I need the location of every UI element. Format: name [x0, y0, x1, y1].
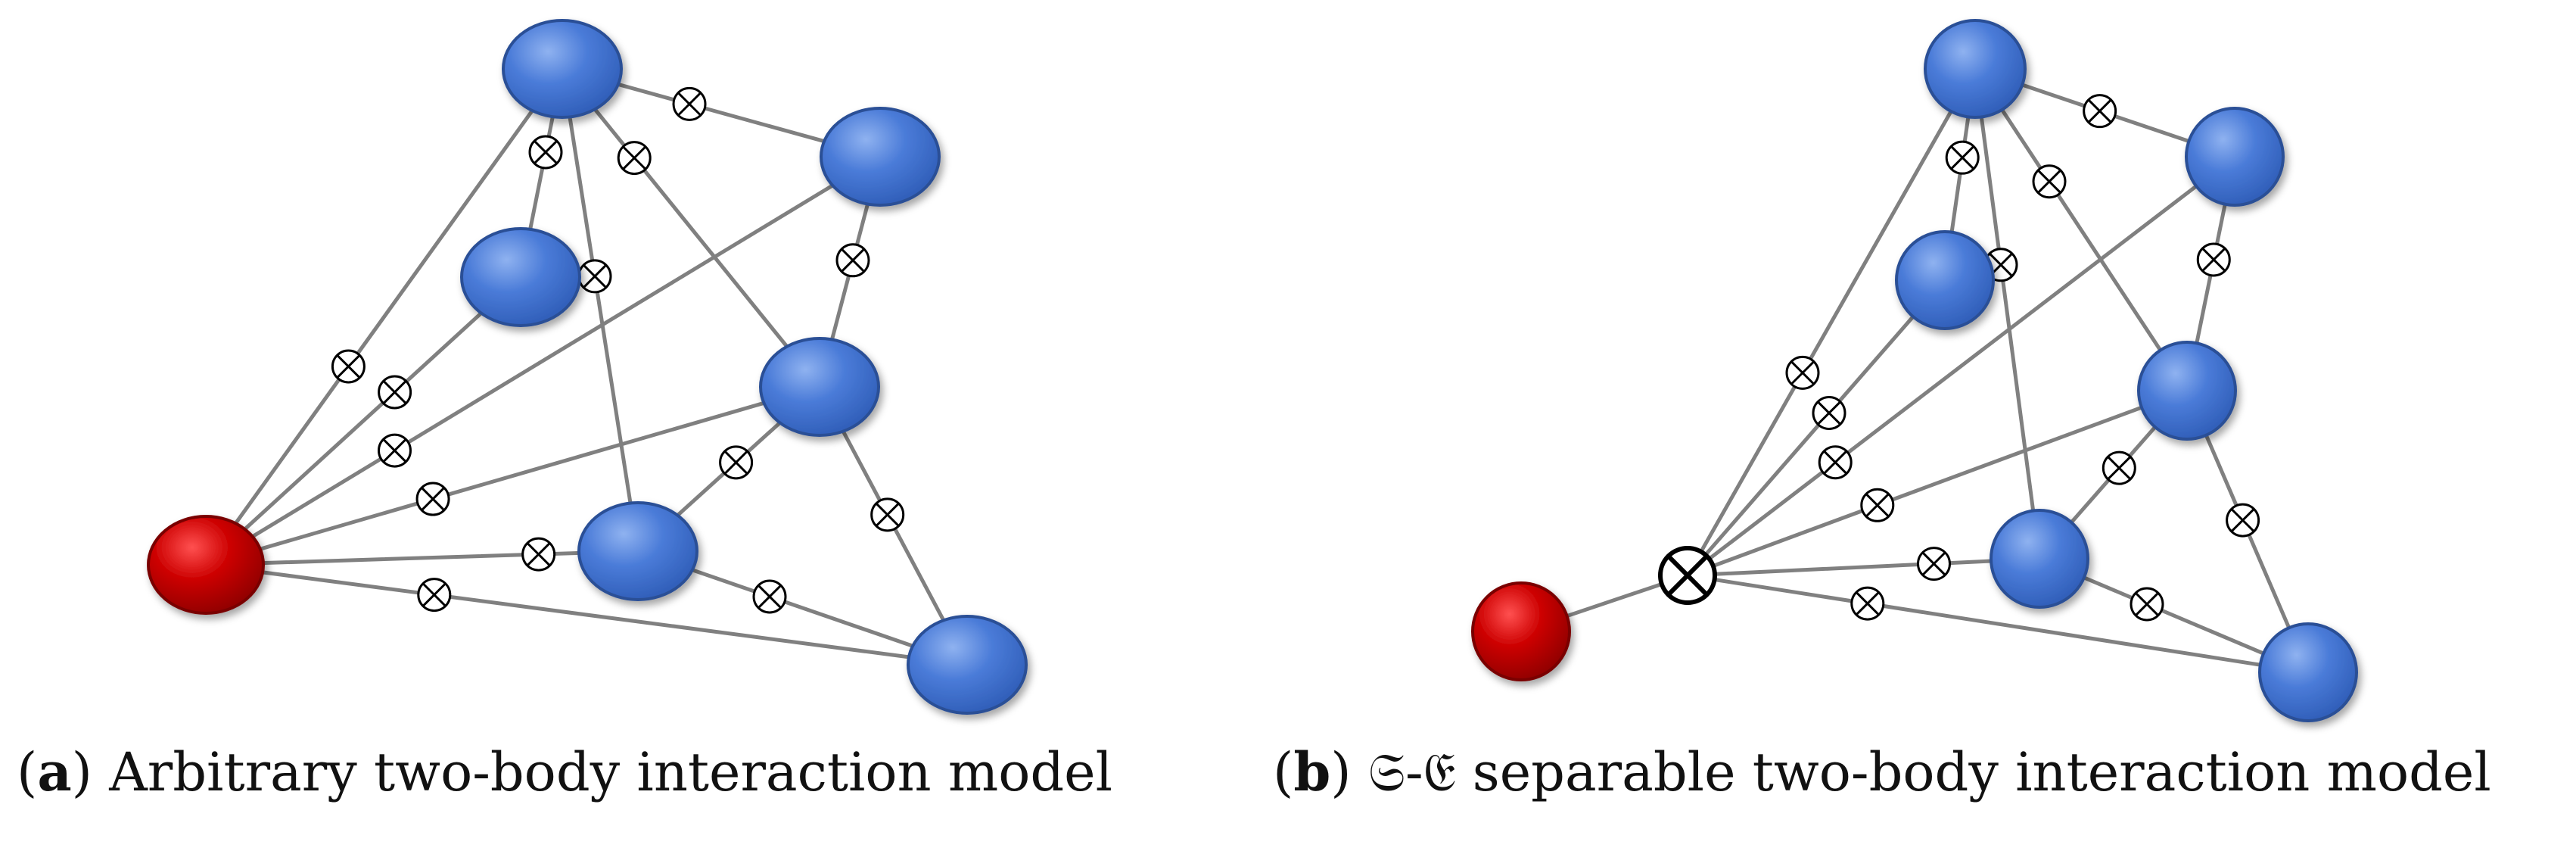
otimes-icon: [1945, 140, 1980, 175]
system-node-M: [1895, 230, 1995, 330]
edge-R1-E: [204, 154, 882, 567]
otimes-icon: [2032, 164, 2067, 199]
otimes-icon: [377, 433, 412, 468]
otimes-icon: [835, 243, 870, 278]
system-node-T: [502, 19, 623, 119]
system-node-R1: [820, 107, 941, 207]
tensor-symbols-layer: [1785, 94, 2260, 622]
edge-M-H: [1685, 278, 1947, 578]
edge-T-B1: [1973, 67, 2042, 561]
system-node-BR: [2258, 622, 2358, 722]
otimes-icon: [1785, 355, 1820, 390]
caption-b-close-paren: ): [1330, 741, 1352, 803]
otimes-icon: [617, 141, 652, 176]
otimes-icon: [2196, 242, 2231, 277]
otimes-icon: [2102, 450, 2136, 485]
otimes-icon: [331, 349, 366, 384]
system-node-C: [759, 337, 880, 437]
edge-C-H: [1685, 388, 2189, 578]
otimes-icon: [2130, 587, 2164, 622]
otimes-icon: [719, 445, 754, 480]
edge-T-E: [204, 67, 565, 567]
otimes-icon: [378, 375, 412, 410]
edge-B1-E: [204, 549, 640, 567]
environment-node: [1471, 581, 1571, 681]
otimes-icon: [1818, 445, 1853, 480]
otimes-icon: [870, 497, 905, 532]
otimes-icon: [577, 259, 612, 294]
otimes-icon: [528, 135, 563, 170]
otimes-icon: [1860, 488, 1895, 522]
edge-BR-H: [1685, 573, 2310, 675]
edge-BR-E: [204, 563, 969, 667]
edge-T-C: [1973, 67, 2189, 393]
otimes-icon: [1917, 547, 1951, 581]
system-node-C: [2137, 341, 2237, 441]
otimes-icon: [2226, 503, 2260, 538]
system-node-B1: [577, 501, 698, 601]
caption-a-open-paren: (: [17, 741, 38, 803]
caption-panel-b: (b) 𝔖-𝔈 separable two-body interaction m…: [1273, 746, 2491, 800]
edge-M-E: [204, 275, 523, 567]
caption-a-close-paren: ): [71, 741, 92, 803]
edge-T-C: [560, 67, 822, 389]
panel-a-graph: [147, 19, 1028, 715]
system-node-B1: [1990, 509, 2089, 609]
otimes-icon: [415, 482, 450, 516]
edge-T-B1: [560, 67, 640, 553]
otimes-icon: [752, 579, 787, 614]
system-node-M: [460, 227, 581, 327]
otimes-icon: [417, 578, 452, 613]
caption-b-label: b: [1293, 740, 1331, 803]
caption-b-open-paren: (: [1273, 741, 1294, 803]
tensor-symbols-layer: [331, 86, 905, 614]
caption-panel-a: (a) Arbitrary two-body interaction model: [17, 746, 1112, 800]
system-node-BR: [907, 615, 1028, 715]
panel-b-graph: [1471, 19, 2358, 722]
caption-b-text: 𝔖-𝔈 separable two-body interaction model: [1351, 741, 2491, 803]
edge-C-E: [204, 385, 822, 567]
system-node-T: [1924, 19, 2027, 119]
otimes-icon: [672, 86, 707, 121]
otimes-icon: [1850, 586, 1885, 621]
edge-R1-H: [1685, 154, 2237, 578]
edge-T-H: [1685, 67, 1977, 578]
otimes-icon: [1812, 396, 1846, 430]
otimes-icon: [2083, 94, 2117, 129]
caption-a-text: Arbitrary two-body interaction model: [92, 741, 1112, 803]
separable-hub-otimes-icon: [1658, 546, 1717, 605]
system-node-R1: [2185, 107, 2285, 207]
edge-B1-H: [1685, 556, 2042, 578]
nodes-layer: [1471, 19, 2358, 722]
caption-a-label: a: [37, 740, 72, 803]
environment-node: [147, 515, 265, 615]
nodes-layer: [147, 19, 1028, 715]
otimes-icon: [521, 537, 556, 572]
